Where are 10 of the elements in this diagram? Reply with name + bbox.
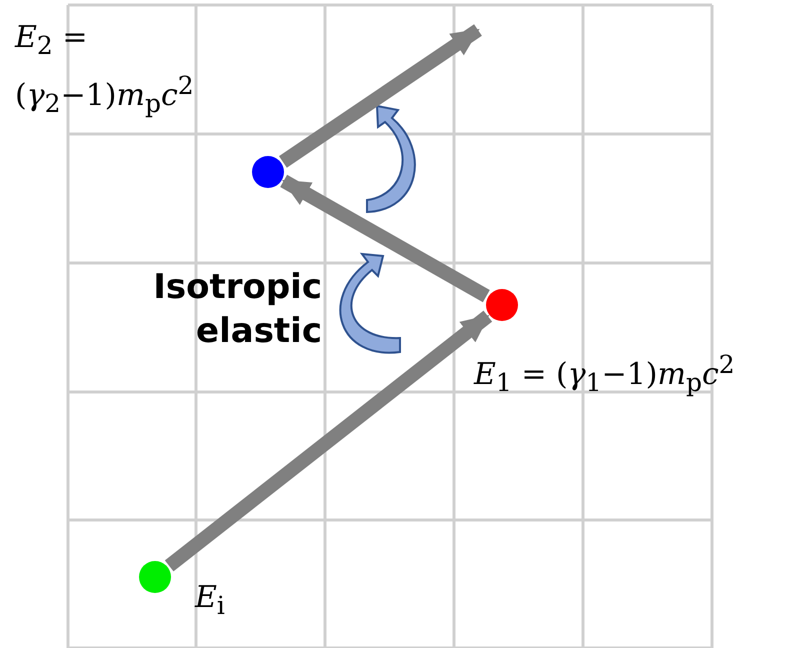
particle-dot bbox=[486, 289, 518, 321]
arrow bbox=[164, 310, 492, 572]
energy-label: E$_{i}$ bbox=[195, 579, 226, 622]
particle-dot bbox=[252, 156, 284, 188]
particle-dot bbox=[139, 561, 171, 593]
arrow bbox=[279, 24, 482, 168]
energy-label: E$_{1}$ = (γ$_{1}$−1)m$_{p}$c$^{2}$ bbox=[474, 349, 736, 399]
arrow bbox=[280, 174, 490, 302]
annotation-text: Isotropic elastic bbox=[152, 266, 322, 353]
energy-label: E$_{2}$ = (γ$_{2}$−1)m$_{p}$c$^{2}$ bbox=[15, 19, 195, 120]
